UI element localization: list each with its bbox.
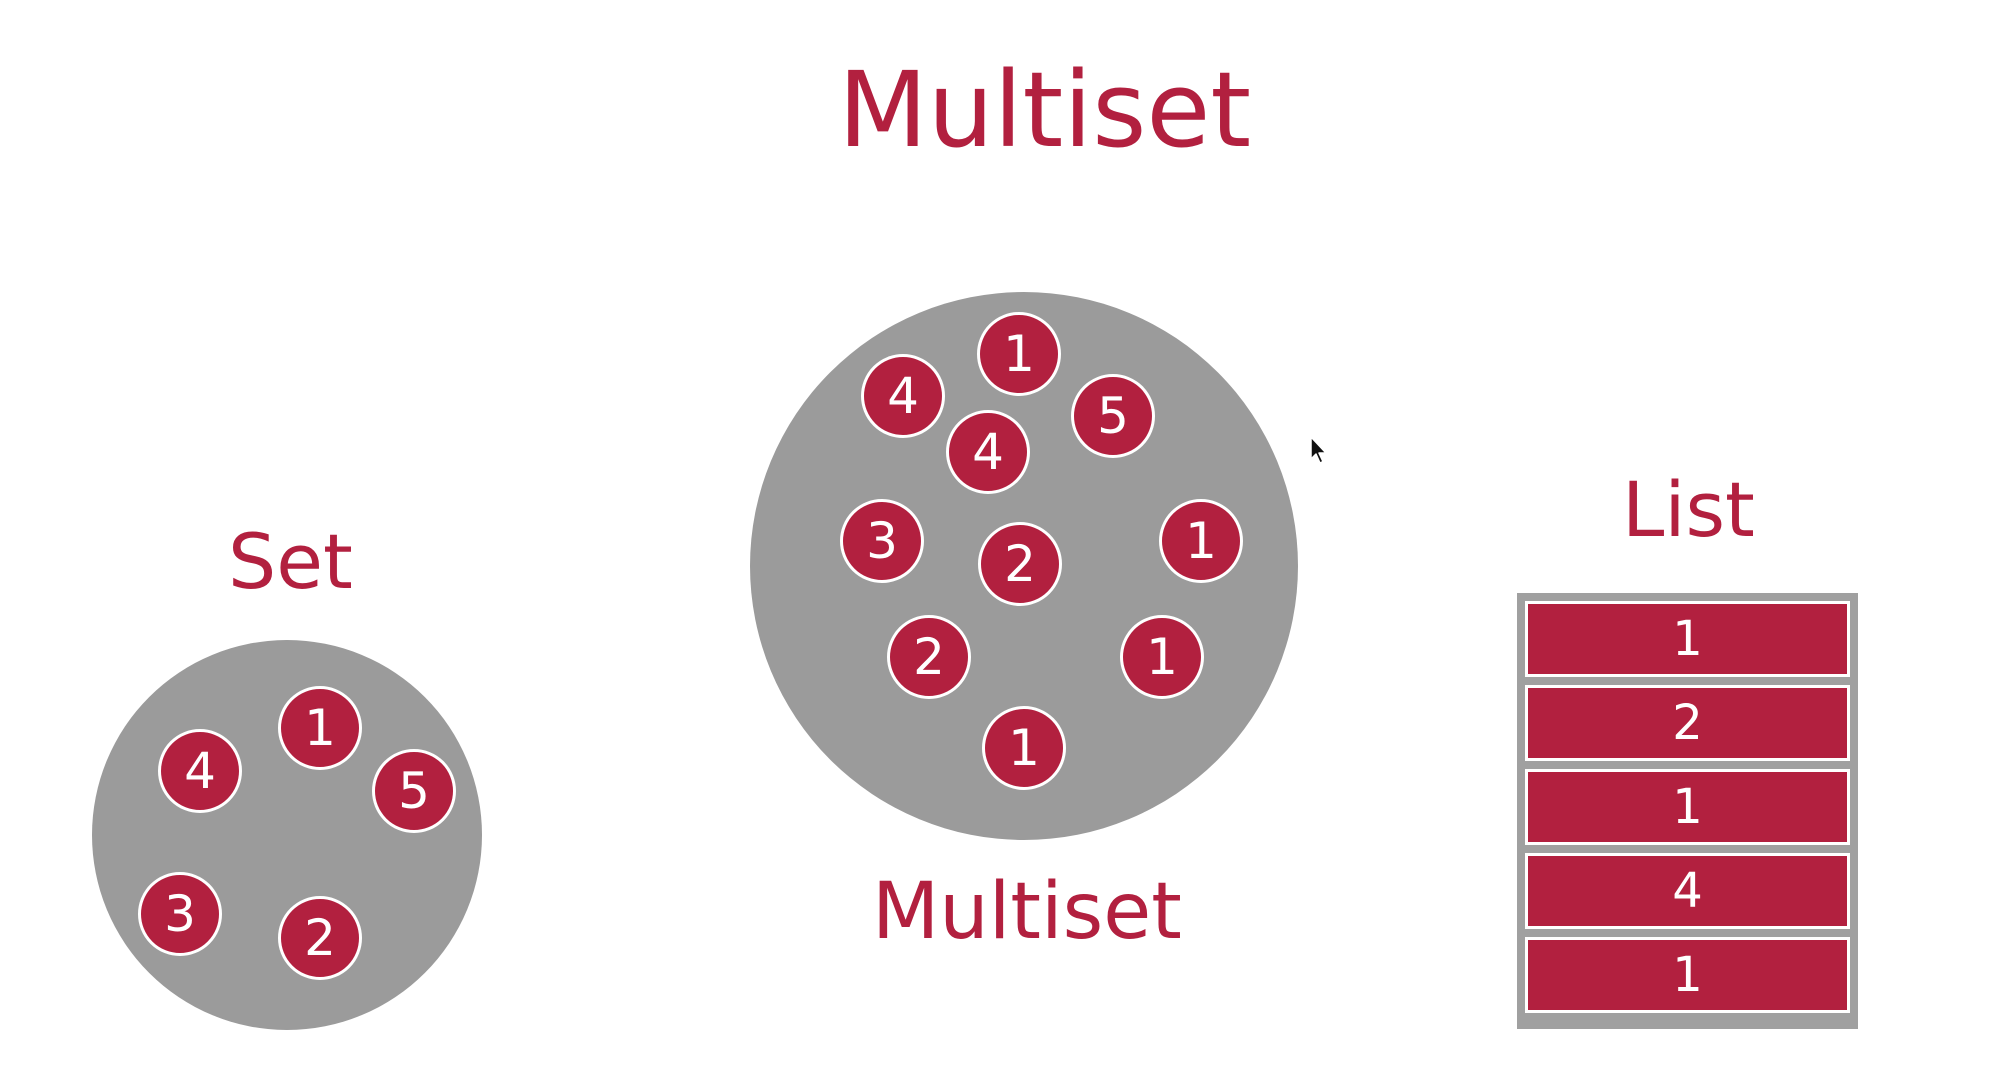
set-circle: 1 4 5 3 2	[92, 640, 482, 1030]
mouse-pointer-icon	[1310, 436, 1327, 464]
set-element: 5	[372, 749, 456, 833]
multiset-element: 2	[978, 522, 1062, 606]
multiset-circle: 1 4 5 4 3 2 1 2 1 1	[750, 292, 1298, 840]
list-item: 1	[1525, 601, 1850, 677]
list-item: 1	[1525, 937, 1850, 1013]
list-label: List	[1622, 465, 1755, 554]
multiset-element: 1	[982, 706, 1066, 790]
page-title: Multiset	[838, 49, 1252, 171]
multiset-element: 5	[1071, 374, 1155, 458]
multiset-element: 2	[887, 615, 971, 699]
multiset-label: Multiset	[872, 867, 1182, 957]
list-item: 2	[1525, 685, 1850, 761]
multiset-element: 1	[1159, 499, 1243, 583]
multiset-element: 1	[1120, 615, 1204, 699]
set-element: 1	[278, 686, 362, 770]
multiset-element: 4	[861, 354, 945, 438]
list-item: 1	[1525, 769, 1850, 845]
list-item: 4	[1525, 853, 1850, 929]
multiset-element: 3	[840, 499, 924, 583]
set-label: Set	[228, 517, 353, 606]
set-element: 3	[138, 872, 222, 956]
multiset-element: 1	[977, 312, 1061, 396]
multiset-element: 4	[946, 410, 1030, 494]
set-element: 4	[158, 729, 242, 813]
set-element: 2	[278, 896, 362, 980]
list-container: 1 2 1 4 1	[1517, 593, 1858, 1029]
